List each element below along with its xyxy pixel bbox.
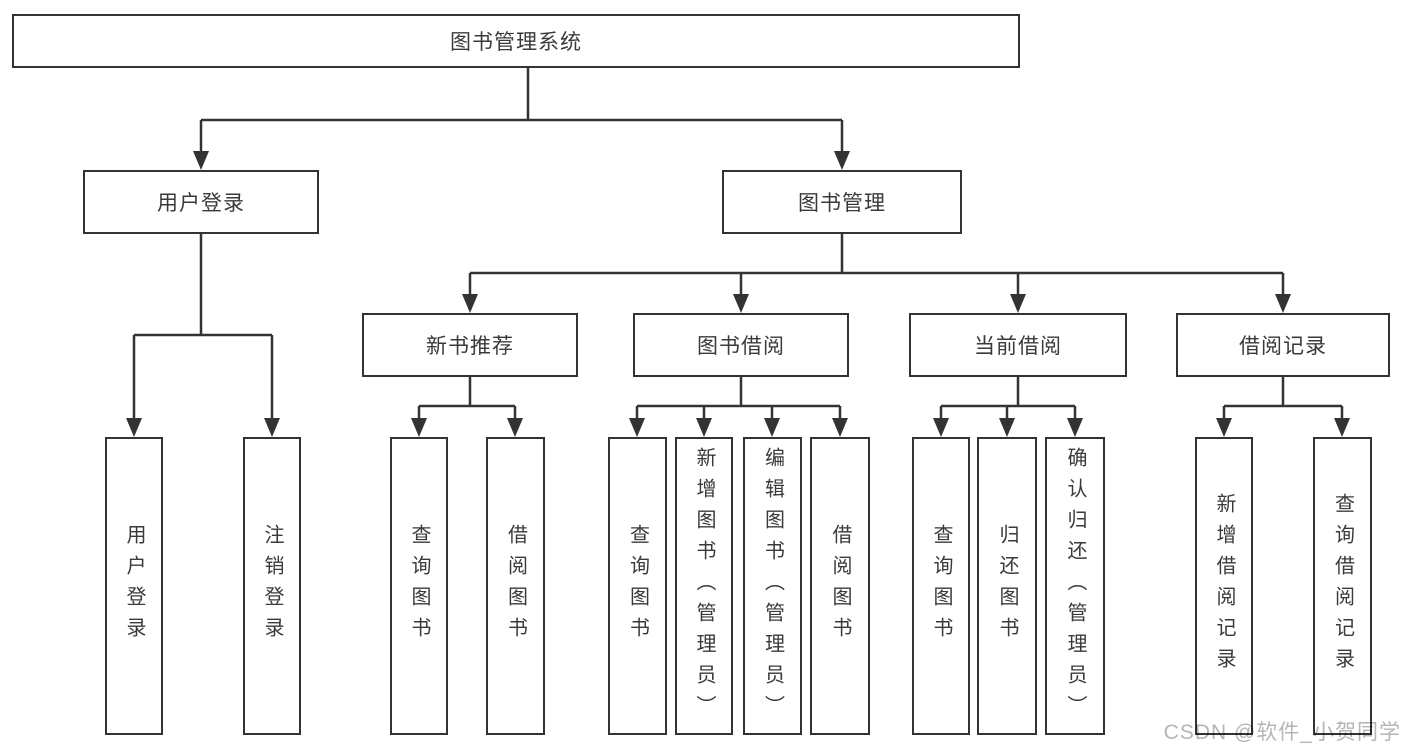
arrowhead-query-book-current bbox=[933, 418, 949, 437]
leaf-borrow-book-under-borrow: 借阅图书 bbox=[810, 437, 870, 735]
arrowhead-book-borrow bbox=[733, 294, 749, 313]
leaf-borrow-book-under-recommend: 借阅图书 bbox=[486, 437, 545, 735]
node-borrow-records-label: 借阅记录 bbox=[1239, 335, 1327, 358]
leaf-user-login-label: 用户登录 bbox=[123, 524, 145, 648]
arrowhead-book-mgmt bbox=[834, 151, 850, 170]
connector-book-borrow-to-leaves bbox=[629, 377, 848, 437]
arrowhead-query-borrow-record bbox=[1334, 418, 1350, 437]
arrowhead-confirm-return-admin bbox=[1067, 418, 1083, 437]
leaf-add-borrow-record: 新增借阅记录 bbox=[1195, 437, 1253, 735]
node-current-borrow: 当前借阅 bbox=[909, 313, 1127, 377]
leaf-add-book-admin: 新增图书（管理员） bbox=[675, 437, 733, 735]
leaf-borrow-book-under-borrow-label: 借阅图书 bbox=[829, 524, 851, 648]
connector-current-borrow-to-leaves bbox=[933, 377, 1083, 437]
watermark: CSDN @软件_小贺同学 bbox=[1163, 721, 1401, 744]
node-new-book-recommend: 新书推荐 bbox=[362, 313, 578, 377]
arrowhead-query-book-borrow bbox=[629, 418, 645, 437]
node-user-login-label: 用户登录 bbox=[157, 192, 245, 215]
arrowhead-current-borrow bbox=[1010, 294, 1026, 313]
node-book-borrow-label: 图书借阅 bbox=[697, 335, 785, 358]
arrowhead-add-borrow-record bbox=[1216, 418, 1232, 437]
leaf-return-book: 归还图书 bbox=[977, 437, 1037, 735]
node-library-system-label: 图书管理系统 bbox=[450, 31, 582, 54]
node-library-system: 图书管理系统 bbox=[12, 14, 1020, 68]
node-new-book-recommend-label: 新书推荐 bbox=[426, 335, 514, 358]
arrowhead-edit-book-admin bbox=[764, 418, 780, 437]
arrowhead-user-login bbox=[193, 151, 209, 170]
arrowhead-borrow-records bbox=[1275, 294, 1291, 313]
arrowhead-query-book-rec bbox=[411, 418, 427, 437]
leaf-logout-login: 注销登录 bbox=[243, 437, 301, 735]
leaf-borrow-book-under-recommend-label: 借阅图书 bbox=[504, 524, 527, 648]
arrowhead-new-book-rec bbox=[462, 294, 478, 313]
leaf-query-book-under-borrow: 查询图书 bbox=[608, 437, 667, 735]
node-borrow-records: 借阅记录 bbox=[1176, 313, 1390, 377]
leaf-add-borrow-record-label: 新增借阅记录 bbox=[1213, 493, 1235, 679]
arrowhead-leaf-user-login bbox=[126, 418, 142, 437]
connector-book-mgmt-to-level3 bbox=[462, 234, 1291, 313]
leaf-query-borrow-record-label: 查询借阅记录 bbox=[1331, 493, 1354, 679]
arrowhead-borrow-book-borrow bbox=[832, 418, 848, 437]
node-book-management: 图书管理 bbox=[722, 170, 962, 234]
arrowhead-borrow-book-rec bbox=[507, 418, 523, 437]
leaf-query-book-under-recommend: 查询图书 bbox=[390, 437, 448, 735]
arrowhead-leaf-logout bbox=[264, 418, 280, 437]
leaf-query-book-under-recommend-label: 查询图书 bbox=[408, 524, 430, 648]
leaf-edit-book-admin: 编辑图书（管理员） bbox=[743, 437, 802, 735]
leaf-user-login: 用户登录 bbox=[105, 437, 163, 735]
leaf-query-book-under-borrow-label: 查询图书 bbox=[626, 524, 649, 648]
connector-root-to-level2 bbox=[193, 68, 850, 170]
connector-user-login-to-leaves bbox=[126, 234, 280, 437]
connector-new-book-rec-to-leaves bbox=[411, 377, 523, 437]
arrowhead-add-book-admin bbox=[696, 418, 712, 437]
node-user-login: 用户登录 bbox=[83, 170, 319, 234]
leaf-return-book-label: 归还图书 bbox=[996, 524, 1018, 648]
node-book-management-label: 图书管理 bbox=[798, 192, 886, 215]
leaf-query-book-under-current: 查询图书 bbox=[912, 437, 970, 735]
leaf-query-borrow-record: 查询借阅记录 bbox=[1313, 437, 1372, 735]
leaf-query-book-under-current-label: 查询图书 bbox=[930, 524, 952, 648]
node-book-borrow: 图书借阅 bbox=[633, 313, 849, 377]
leaf-add-book-admin-label: 新增图书（管理员） bbox=[693, 446, 715, 726]
leaf-edit-book-admin-label: 编辑图书（管理员） bbox=[761, 446, 784, 726]
arrowhead-return-book bbox=[999, 418, 1015, 437]
node-current-borrow-label: 当前借阅 bbox=[974, 335, 1062, 358]
connector-borrow-records-to-leaves bbox=[1216, 377, 1350, 437]
leaf-confirm-return-admin: 确认归还（管理员） bbox=[1045, 437, 1105, 735]
leaf-logout-login-label: 注销登录 bbox=[261, 524, 283, 648]
leaf-confirm-return-admin-label: 确认归还（管理员） bbox=[1064, 446, 1086, 726]
